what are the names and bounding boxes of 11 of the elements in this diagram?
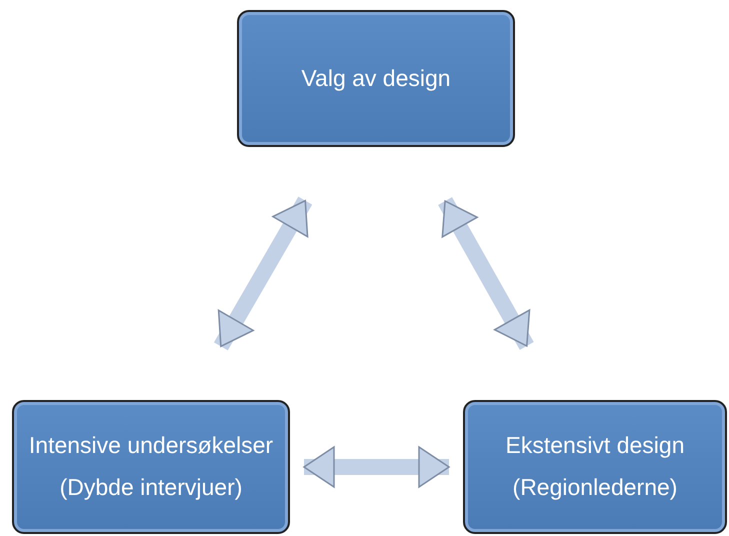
box-text: (Dybde intervjuer) [60, 474, 242, 502]
box-text: Ekstensivt design [506, 432, 684, 460]
double-arrow [438, 197, 534, 350]
process-box [237, 10, 515, 147]
box-text: (Regionlederne) [512, 474, 678, 502]
box-text: Valg av design [301, 64, 451, 92]
double-arrow [214, 196, 312, 350]
box-text: Intensive undersøkelser [28, 432, 274, 460]
process-box [463, 400, 727, 534]
process-box [12, 400, 290, 534]
double-arrow [303, 446, 450, 488]
